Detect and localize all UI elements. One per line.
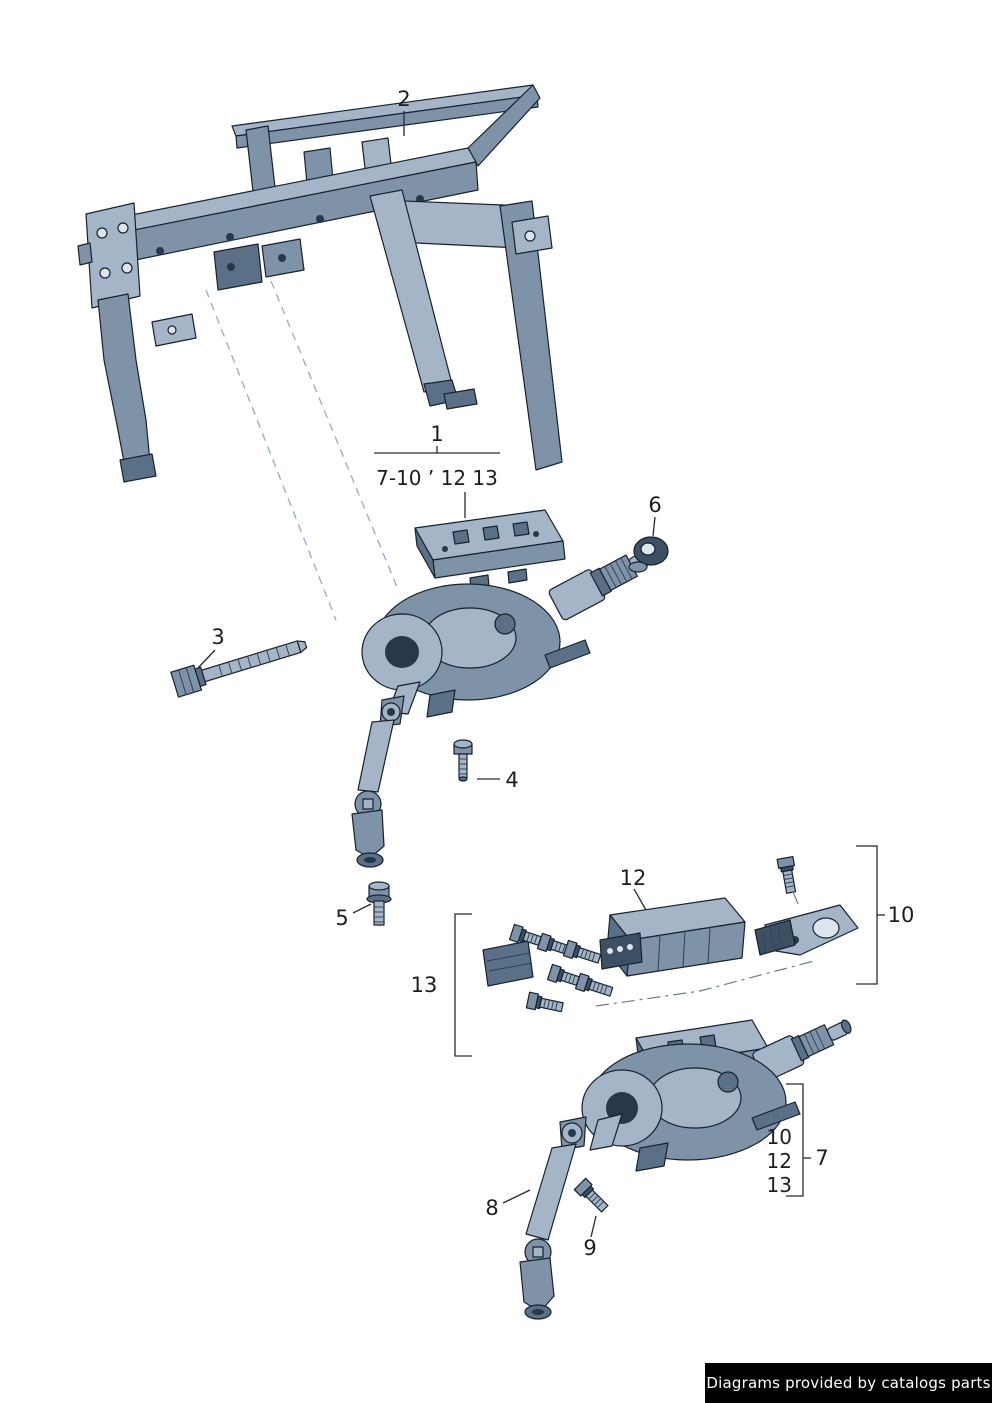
assembly-leader-lines: [205, 280, 398, 621]
steering-column-assembly-lower-part: [581, 1019, 852, 1172]
callout-7-label: 7: [815, 1146, 828, 1170]
mounting-bracket-part: [754, 856, 859, 956]
callout-1-note: 7-10 ’ 12 13: [376, 466, 498, 490]
lower-intermediate-shaft-part: [519, 1116, 587, 1320]
callout-7-sub-13: 13: [767, 1173, 792, 1197]
hex-bolt-part: [170, 640, 308, 698]
fastener-kit-parts: [482, 923, 615, 1016]
hex-nut-part: [628, 536, 669, 573]
callout-9-label: 9: [583, 1236, 596, 1260]
watermark-text: Diagrams provided by catalogs parts: [706, 1374, 991, 1392]
callout-3-label: 3: [211, 625, 224, 649]
mounting-screw-part: [453, 739, 473, 782]
callout-4-label: 4: [505, 768, 518, 792]
pinch-bolt-part: [573, 1177, 612, 1216]
bracket-screw: [776, 856, 800, 895]
callout-12-label: 12: [620, 866, 647, 890]
steering-column-assembly-part: [361, 509, 656, 718]
upper-intermediate-shaft-part: [351, 695, 405, 868]
control-module-part: [599, 897, 746, 977]
crossmember-beam-part: [77, 84, 563, 483]
callout-6-label: 6: [648, 493, 661, 517]
callout-1-label: 1: [430, 422, 443, 446]
callout-2-label: 2: [397, 87, 410, 111]
callout-8-label: 8: [485, 1196, 498, 1220]
callout-5-label: 5: [335, 906, 348, 930]
callout-10-label: 10: [888, 903, 915, 927]
watermark-bar: Diagrams provided by catalogs parts: [705, 1363, 992, 1403]
callout-7-sub-10: 10: [767, 1125, 792, 1149]
callout-leader-lines: [197, 111, 885, 1238]
assembly-centerline: [595, 960, 815, 1007]
clamp-bolt-part: [366, 881, 392, 926]
callout-7-sub-12: 12: [767, 1149, 792, 1173]
callout-13-label: 13: [411, 973, 438, 997]
